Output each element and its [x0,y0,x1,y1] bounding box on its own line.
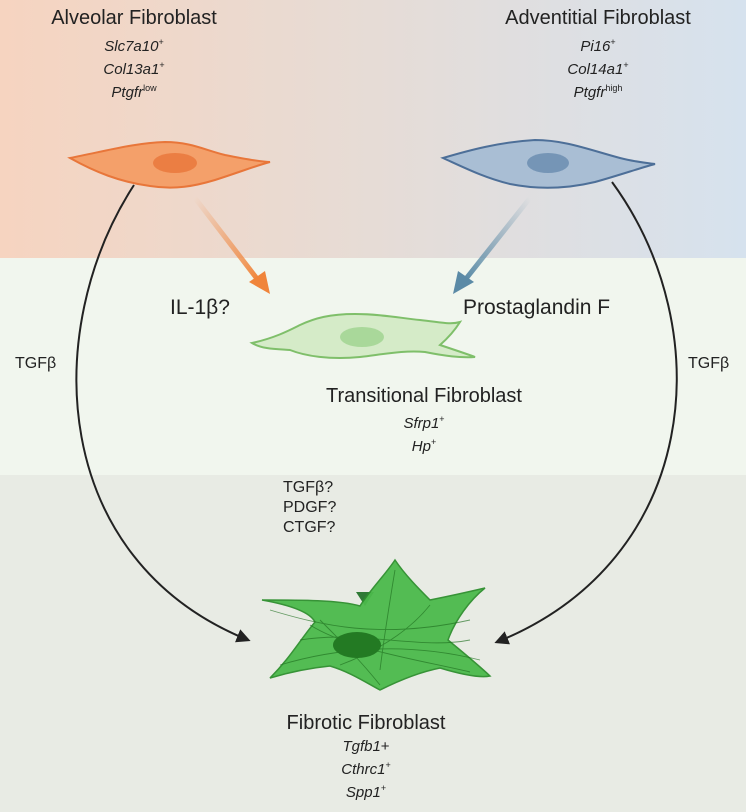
alveolar-title: Alveolar Fibroblast [51,7,217,29]
adventitial-cell-icon [440,138,656,189]
tgfb-right-label: TGFβ [688,355,730,372]
factor-list: TGFβ? PDGF? CTGF? [283,478,336,538]
fibrotic-cell-icon [261,558,492,691]
adventitial-gene-3: Ptgfrhigh [573,83,623,101]
transitional-cell-icon [249,312,476,360]
tgfb-left-label: TGFβ [15,355,57,372]
middle-band [0,258,746,475]
factor-tgfb: TGFβ? [283,479,334,496]
prostaglandin-label: Prostaglandin F [463,296,611,319]
adventitial-gene-2: Col14a1+ [567,60,629,78]
alveolar-gene-list: Slc7a10+ Col13a1+ Ptgfrlow [0,33,268,102]
factor-pdgf: PDGF? [283,499,337,516]
alveolar-cell-icon [67,140,271,189]
right-tgfb-arrow [494,181,678,645]
fibrotic-gene-2: Cthrc1+ [341,760,391,778]
adventitial-title: Adventitial Fibroblast [505,7,691,29]
alveolar-gene-3: Ptgfrlow [111,83,157,101]
fibrotic-gene-list: Tgfb1+ Cthrc1+ Spp1+ [248,737,484,802]
fibrotic-gene-1: Tgfb1+ [342,738,390,755]
blue-arrow [453,196,532,294]
adventitial-gene-1: Pi16+ [580,37,616,55]
factor-ctgf: CTGF? [283,519,336,536]
transitional-title: Transitional Fibroblast [325,385,522,407]
il1b-label: IL-1β? [170,296,230,319]
transitional-gene-1: Sfrp1+ [403,414,445,432]
transitional-gene-list: Sfrp1+ Hp+ [293,410,555,456]
adventitial-gene-list: Pi16+ Col14a1+ Ptgfrhigh [460,33,736,102]
orange-arrow [193,196,270,294]
left-tgfb-arrow [75,184,251,643]
alveolar-gene-2: Col13a1+ [103,60,165,78]
fibrotic-gene-3: Spp1+ [345,783,387,801]
top-band [0,0,746,258]
fibrotic-title: Fibrotic Fibroblast [286,712,446,734]
alveolar-gene-1: Slc7a10+ [104,37,164,55]
transitional-gene-2: Hp+ [411,437,437,455]
